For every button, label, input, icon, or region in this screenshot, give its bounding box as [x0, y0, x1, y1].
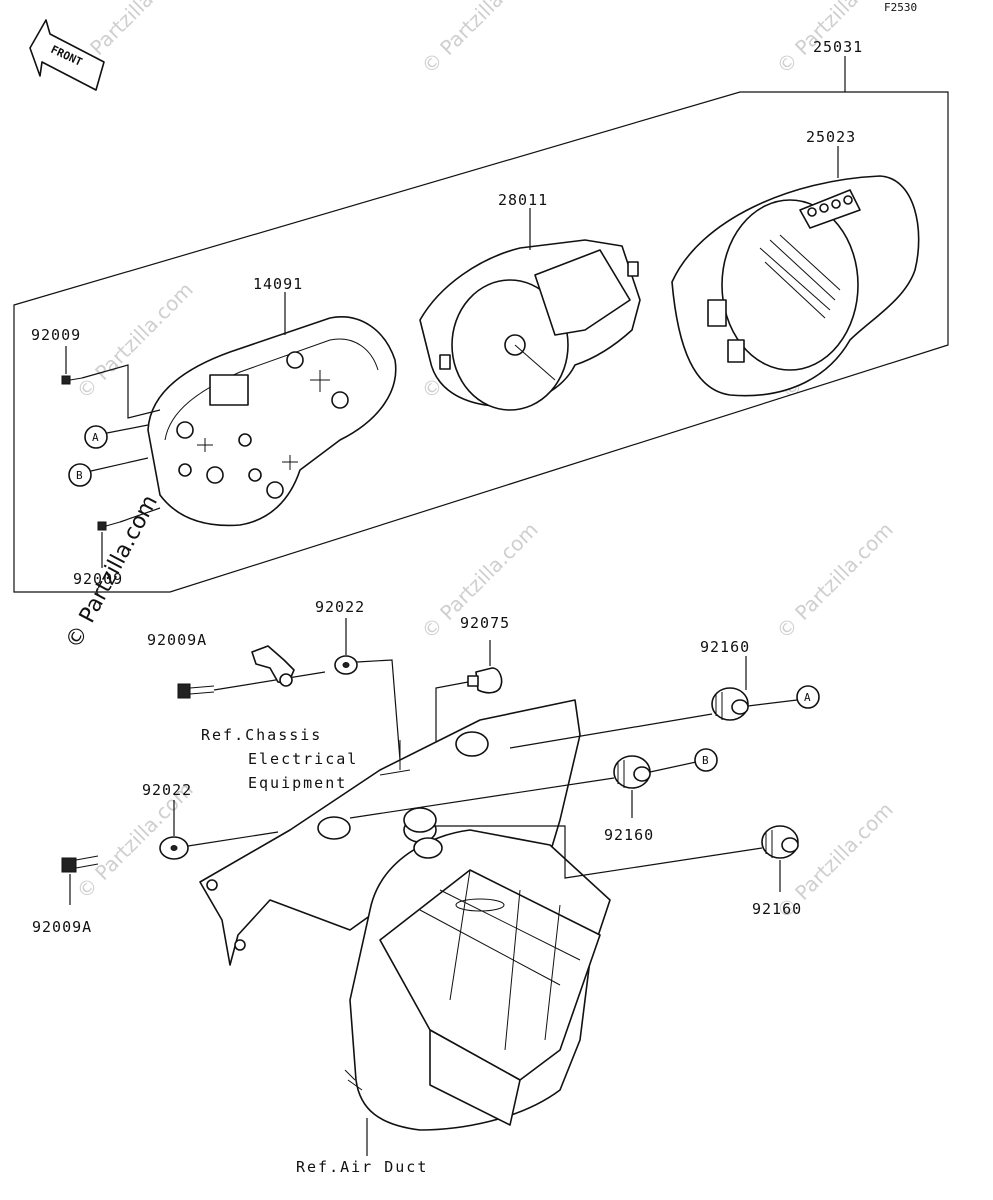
leader-b-left — [90, 457, 149, 472]
bolt-92009A-top — [177, 683, 215, 699]
assembly-outline — [13, 91, 949, 593]
washer-92022-top — [334, 655, 358, 675]
screw-92009-bottom — [97, 521, 121, 531]
callout-92075: 92075 — [460, 614, 510, 632]
marker-b-right: B — [694, 748, 718, 772]
leader-a-left — [106, 424, 149, 434]
watermark: © Partzilla.com — [417, 0, 543, 79]
meter-bracket — [199, 699, 581, 966]
marker-b-left: B — [68, 463, 92, 487]
marker-a-label: A — [804, 691, 811, 704]
ref-air-duct: Ref.Air Duct — [296, 1158, 428, 1176]
diagram-code: F2530 — [884, 1, 917, 14]
meter-case-14091 — [147, 316, 397, 527]
leader-92009-top — [65, 346, 161, 419]
chassis-bracket — [251, 645, 295, 687]
callout-92009-bottom: 92009 — [73, 570, 123, 588]
grommet-92160-c — [761, 825, 799, 859]
callout-92009-top: 92009 — [31, 326, 81, 344]
callout-92022-bottom: 92022 — [142, 781, 192, 799]
rubber-cap — [403, 807, 443, 859]
bolt-92009A-bottom — [61, 855, 99, 873]
meter-unit-28011 — [419, 239, 641, 411]
leader-92009A-top — [213, 671, 326, 691]
marker-a-left: A — [84, 425, 108, 449]
leader-92160-b — [349, 761, 697, 819]
callout-92160-c: 92160 — [752, 900, 802, 918]
screw-92009-top — [61, 375, 83, 385]
leader-92009-bottom — [101, 507, 161, 568]
callout-92022-top: 92022 — [315, 598, 365, 616]
callout-28011: 28011 — [498, 191, 548, 209]
washer-92022-bottom — [159, 836, 189, 860]
callout-25031: 25031 — [813, 38, 863, 56]
callout-92160-b: 92160 — [604, 826, 654, 844]
air-duct — [344, 829, 611, 1131]
callout-14091: 14091 — [253, 275, 303, 293]
grommet-92160-b — [613, 755, 651, 789]
leader-92075 — [435, 640, 491, 745]
ref-chassis-line3: Equipment — [248, 774, 347, 792]
callout-92160-a: 92160 — [700, 638, 750, 656]
marker-b-label: B — [76, 469, 83, 482]
leader-92160-c — [430, 825, 781, 892]
marker-b-label: B — [702, 754, 709, 767]
leader-92022-bottom — [173, 800, 279, 847]
marker-a-right: A — [796, 685, 820, 709]
grommet-92075 — [467, 667, 503, 694]
callout-92009A-bottom: 92009A — [32, 918, 92, 936]
ref-chassis-line1: Ref.Chassis — [201, 726, 322, 744]
ref-chassis-line2: Electrical — [248, 750, 358, 768]
callout-25023: 25023 — [806, 128, 856, 146]
leader-92160-a — [509, 656, 798, 749]
meter-cover-25023 — [671, 175, 920, 397]
marker-a-label: A — [92, 431, 99, 444]
grommet-92160-a — [711, 687, 749, 721]
callout-92009A-top: 92009A — [147, 631, 207, 649]
watermark: © Partzilla.com — [772, 517, 898, 643]
